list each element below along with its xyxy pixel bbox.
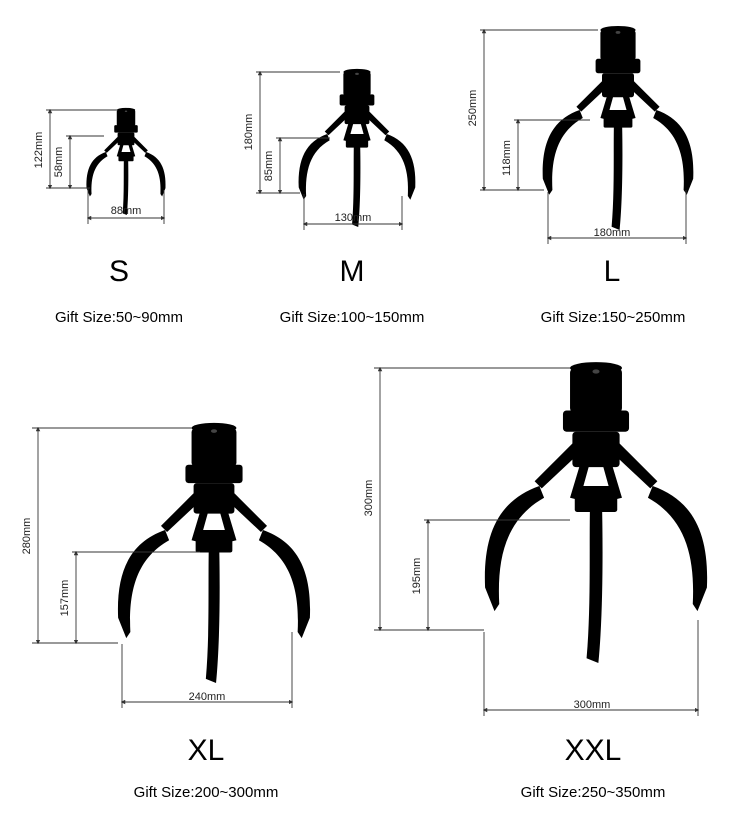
dim-xl-height: 280mm	[21, 518, 33, 555]
size-label-xl: XL	[188, 734, 225, 767]
size-label-xxl: XXL	[565, 734, 622, 767]
dim-xl-jaw-height: 157mm	[59, 580, 71, 617]
dim-xxl-height: 300mm	[363, 480, 375, 517]
claw-l-drawing	[542, 26, 694, 230]
claw-m-dimensions: 180mm 85mm 130mm	[243, 70, 404, 230]
claw-xl-dimensions: 280mm 157mm 240mm	[21, 426, 294, 708]
dim-s-jaw-height: 58mm	[53, 147, 65, 178]
gift-size-s: Gift Size:50~90mm	[55, 309, 183, 326]
claw-s: 122mm 58mm 88mm S Gift Size:50~90mm	[33, 107, 183, 326]
claw-xxl-drawing	[484, 362, 708, 663]
dim-xxl-width: 300mm	[574, 699, 611, 711]
claw-m: 180mm 85mm 130mm M Gift Size:100~150mm	[243, 68, 425, 326]
dim-xl-width: 240mm	[189, 691, 226, 703]
size-label-m: M	[340, 255, 365, 288]
size-label-s: S	[109, 255, 129, 288]
dim-l-jaw-height: 118mm	[501, 140, 513, 176]
claw-xxl: 300mm 195mm 300mm XXL Gift Size:250~350m…	[363, 362, 708, 801]
gift-size-xl: Gift Size:200~300mm	[134, 784, 279, 801]
claw-xl: 280mm 157mm 240mm XL Gift Size:200~300mm	[21, 422, 311, 801]
dim-s-width: 88mm	[111, 205, 142, 217]
gift-size-xxl: Gift Size:250~350mm	[521, 784, 666, 801]
dim-m-height: 180mm	[243, 114, 255, 151]
claw-xxl-dimensions: 300mm 195mm 300mm	[363, 366, 700, 716]
claw-s-drawing	[86, 107, 166, 215]
dim-l-width: 180mm	[594, 227, 631, 239]
claw-s-dimensions: 122mm 58mm 88mm	[33, 108, 166, 224]
gift-size-l: Gift Size:150~250mm	[541, 309, 686, 326]
claw-xl-drawing	[117, 422, 311, 683]
dim-m-width: 130mm	[335, 212, 372, 224]
dim-l-height: 250mm	[467, 90, 479, 127]
dim-s-height: 122mm	[33, 132, 45, 169]
dim-m-jaw-height: 85mm	[263, 151, 275, 182]
gift-size-m: Gift Size:100~150mm	[280, 309, 425, 326]
claw-l: 250mm 118mm 180mm L Gift Size:150~250mm	[467, 26, 694, 326]
claw-m-drawing	[298, 68, 416, 228]
claw-l-dimensions: 250mm 118mm 180mm	[467, 28, 688, 244]
dim-xxl-jaw-height: 195mm	[411, 558, 423, 595]
size-label-l: L	[604, 255, 621, 288]
